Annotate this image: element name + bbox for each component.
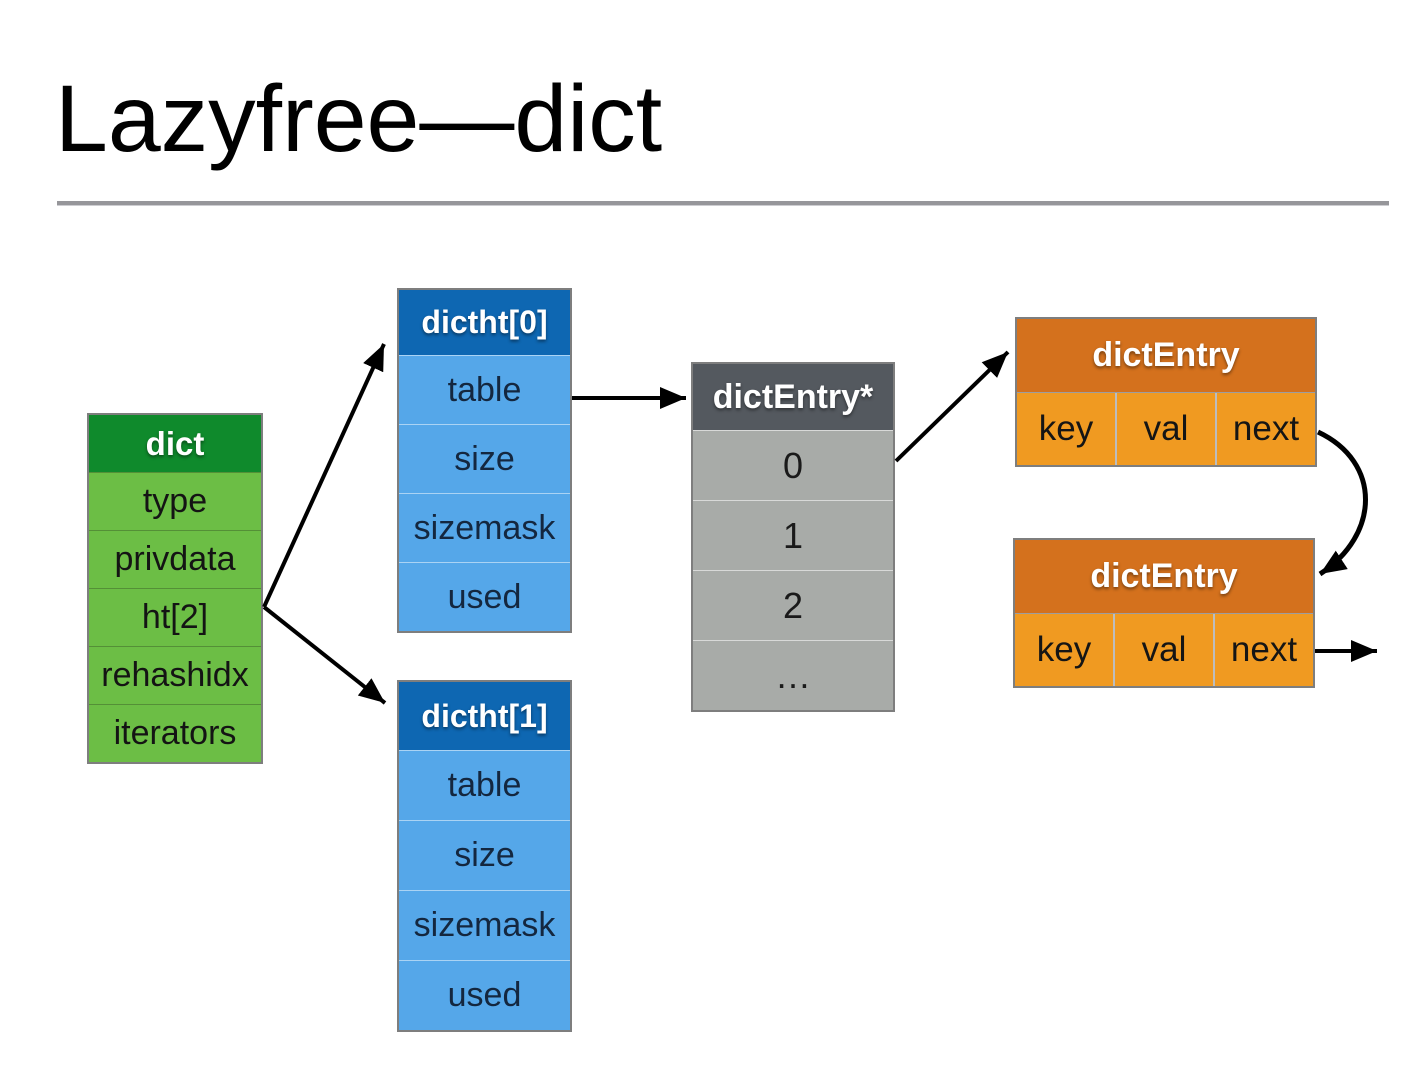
arrow-ht2-to-dictht0 [262, 343, 386, 608]
dict-field-ht2: ht[2] [89, 588, 261, 646]
dictentry-top-val: val [1115, 393, 1215, 465]
dictentry-top-fields: key val next [1017, 392, 1315, 465]
dictentry-pointer-header: dictEntry* [693, 364, 893, 430]
arrow-next-to-dictentry-bottom-curved [1316, 429, 1368, 577]
arrow-ht2-to-dictht1 [262, 605, 387, 705]
title-divider [57, 201, 1389, 206]
bucket-slot-1: 1 [693, 500, 893, 570]
dict-field-rehashidx: rehashidx [89, 646, 261, 704]
dictentry-bottom-next: next [1213, 614, 1313, 686]
slide-title: Lazyfree—dict [55, 66, 663, 172]
dict-field-privdata: privdata [89, 530, 261, 588]
dict-field-iterators: iterators [89, 704, 261, 762]
dictentry-node-bottom: dictEntry key val next [1013, 538, 1315, 688]
dictentry-bottom-val: val [1113, 614, 1213, 686]
dictentry-top-key: key [1017, 393, 1115, 465]
bucket-slot-ellipsis: … [693, 640, 893, 710]
dictht0-field-used: used [399, 562, 570, 631]
dictht0-field-table: table [399, 355, 570, 424]
dict-field-type: type [89, 472, 261, 530]
dictht0-struct-header: dictht[0] [399, 290, 570, 355]
dictentry-top-header: dictEntry [1017, 319, 1315, 392]
dictht1-field-size: size [399, 820, 570, 890]
dictht1-field-sizemask: sizemask [399, 890, 570, 960]
dictentry-bottom-fields: key val next [1015, 613, 1313, 686]
dictentry-pointer-array: dictEntry* 0 1 2 … [691, 362, 895, 712]
bucket-slot-2: 2 [693, 570, 893, 640]
dictht0-field-sizemask: sizemask [399, 493, 570, 562]
dictentry-bottom-key: key [1015, 614, 1113, 686]
dictht1-struct-header: dictht[1] [399, 682, 570, 750]
dictht0-field-size: size [399, 424, 570, 493]
dict-struct-table: dict type privdata ht[2] rehashidx itera… [87, 413, 263, 764]
dictht1-struct-table: dictht[1] table size sizemask used [397, 680, 572, 1032]
bucket-slot-0: 0 [693, 430, 893, 500]
dict-struct-header: dict [89, 415, 261, 472]
dictentry-top-next: next [1215, 393, 1315, 465]
dictentry-bottom-header: dictEntry [1015, 540, 1313, 613]
dictht1-field-used: used [399, 960, 570, 1030]
arrow-bucket0-to-dictentry-top [894, 350, 1010, 463]
dictentry-node-top: dictEntry key val next [1015, 317, 1317, 467]
dictht1-field-table: table [399, 750, 570, 820]
dictht0-struct-table: dictht[0] table size sizemask used [397, 288, 572, 633]
